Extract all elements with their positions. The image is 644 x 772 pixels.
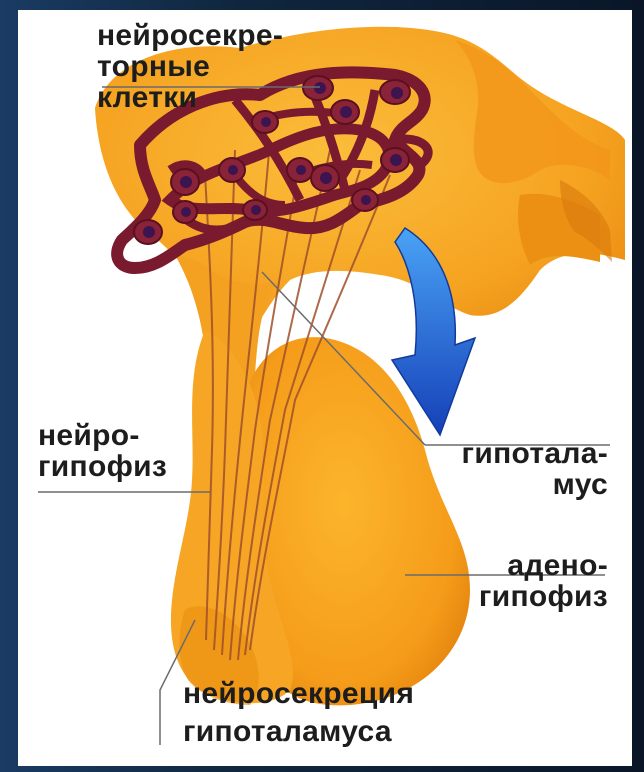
hypothalamus-label: гипотала- мус [462,438,608,500]
hypothalamic-neurosecretion-label: нейросекреция гипоталамуса [183,675,414,751]
neurohypophysis-label: нейро- гипофиз [38,420,167,482]
adenohypophysis-label: адено- гипофиз [479,550,608,612]
neurosecretory-cells-label: нейросекре- торные клетки [97,20,283,113]
